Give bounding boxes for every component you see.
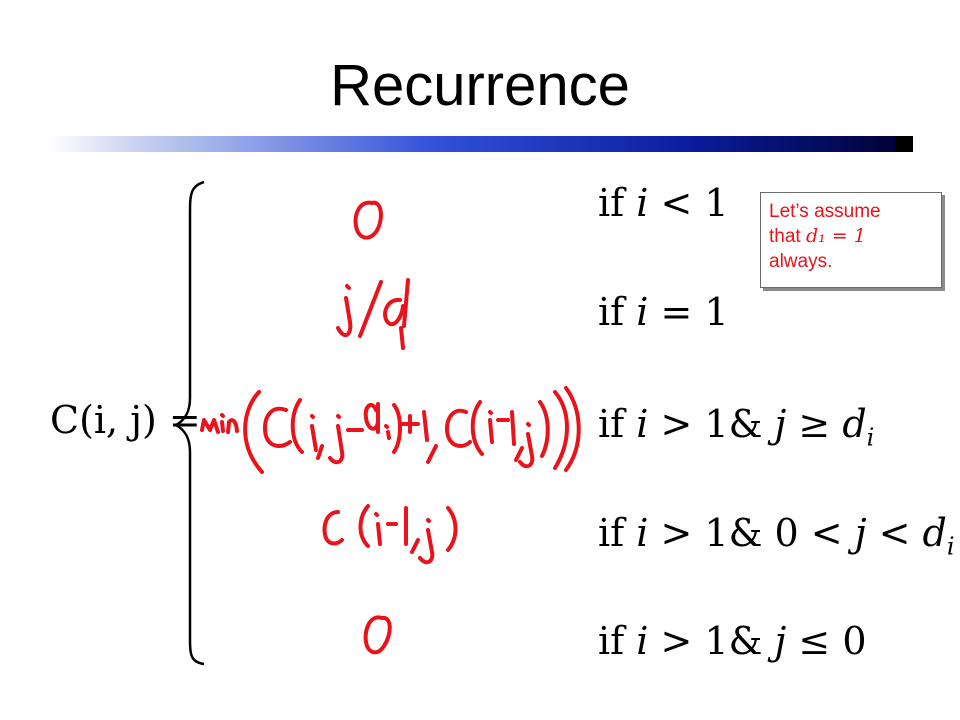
note-line-1: Let’s assume [769, 201, 881, 222]
note-line-2-prefix: that [769, 226, 801, 247]
hw-case-2-j-over-d1 [336, 278, 410, 350]
hw-case-5-zero [363, 615, 392, 655]
note-line-2-math: d₁ = 1 [805, 225, 866, 247]
note-line-3: always. [769, 251, 833, 272]
condition-4: if i > 1& 0 < j < di [598, 511, 955, 561]
condition-1: if i < 1 [598, 181, 729, 225]
slide-title: Recurrence [330, 53, 630, 118]
condition-3: if i > 1& j ≥ di [598, 402, 875, 452]
hw-case-4-c-i-minus-1-j [322, 504, 458, 565]
hw-case-3-min-expression [200, 386, 581, 474]
title-rule [48, 136, 913, 152]
condition-2: if i = 1 [598, 290, 729, 334]
assumption-note: Let’s assume that d₁ = 1 always. [760, 192, 942, 288]
condition-5: if i > 1& j ≤ 0 [598, 619, 867, 663]
title-rule-cap [895, 136, 913, 152]
note-line-2: that d₁ = 1 [769, 224, 933, 249]
hw-case-1-zero [353, 200, 383, 240]
